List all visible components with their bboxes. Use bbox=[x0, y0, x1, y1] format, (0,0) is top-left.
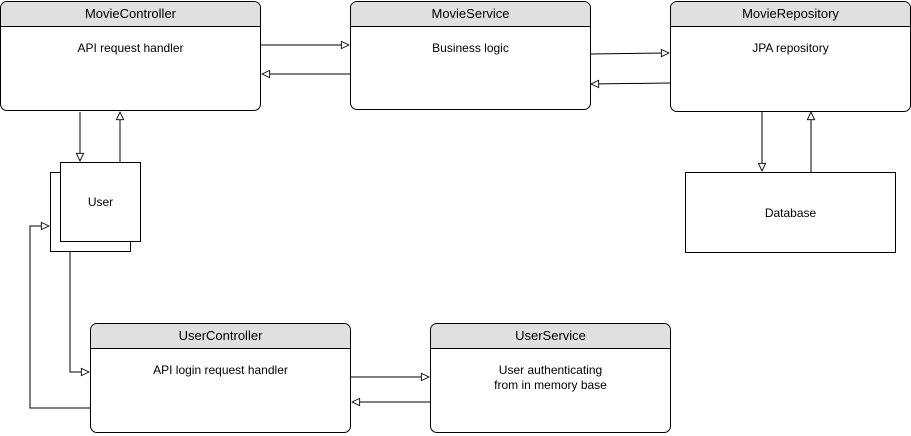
movie-service-description: Business logic bbox=[432, 41, 509, 55]
arrow-user-to-usercontroller bbox=[69, 252, 89, 372]
database-label: Database bbox=[764, 205, 817, 220]
movie-controller-box: MovieController API request handler bbox=[0, 1, 261, 111]
user-controller-box: UserController API login request handler bbox=[90, 323, 351, 433]
user-controller-title: UserController bbox=[91, 324, 350, 349]
movie-service-title: MovieService bbox=[351, 2, 590, 27]
arrow-repository-to-service bbox=[591, 83, 671, 84]
user-label: User bbox=[87, 195, 114, 209]
user-controller-description: API login request handler bbox=[153, 363, 288, 377]
arrow-usercontroller-to-user bbox=[29, 226, 90, 409]
movie-repository-description: JPA repository bbox=[752, 41, 829, 55]
movie-repository-title: MovieRepository bbox=[671, 2, 910, 27]
movie-service-box: MovieService Business logic bbox=[350, 1, 591, 110]
movie-repository-box: MovieRepository JPA repository bbox=[670, 1, 911, 112]
user-service-box: UserService User authenticating from in … bbox=[430, 323, 671, 433]
arrow-service-to-repository bbox=[590, 53, 669, 54]
database-box: Database bbox=[685, 172, 896, 253]
movie-controller-description: API request handler bbox=[77, 41, 184, 55]
movie-controller-title: MovieController bbox=[1, 2, 260, 27]
user-service-title: UserService bbox=[431, 324, 670, 349]
user-box: User bbox=[60, 162, 141, 242]
user-service-description: User authenticating from in memory base bbox=[494, 363, 607, 392]
